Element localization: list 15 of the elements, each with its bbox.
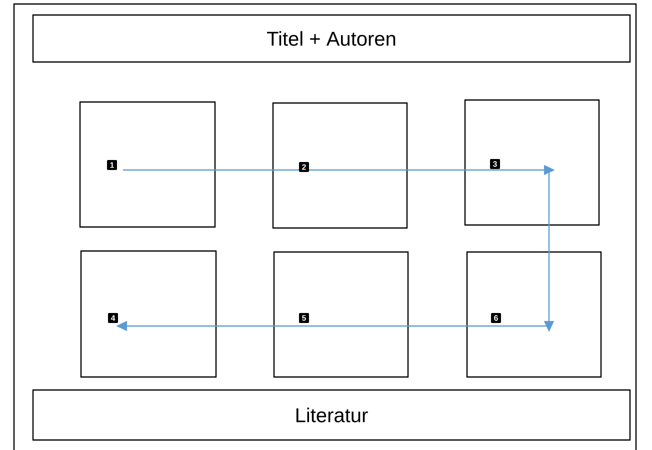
title-box: Titel + Autoren bbox=[32, 14, 631, 63]
panel-box bbox=[79, 101, 216, 228]
panel-box bbox=[272, 102, 408, 229]
panel-box bbox=[464, 99, 600, 226]
number-badge: 6 bbox=[491, 313, 501, 323]
number-badge: 2 bbox=[299, 162, 309, 172]
title-box: Literatur bbox=[32, 389, 631, 441]
panel-box bbox=[466, 251, 602, 378]
number-badge: 1 bbox=[107, 160, 117, 170]
poster-frame bbox=[13, 3, 637, 450]
number-badge: 5 bbox=[299, 313, 309, 323]
number-badge: 4 bbox=[108, 313, 118, 323]
panel-box bbox=[273, 251, 409, 378]
panel-box bbox=[80, 250, 217, 378]
number-badge: 3 bbox=[490, 159, 500, 169]
